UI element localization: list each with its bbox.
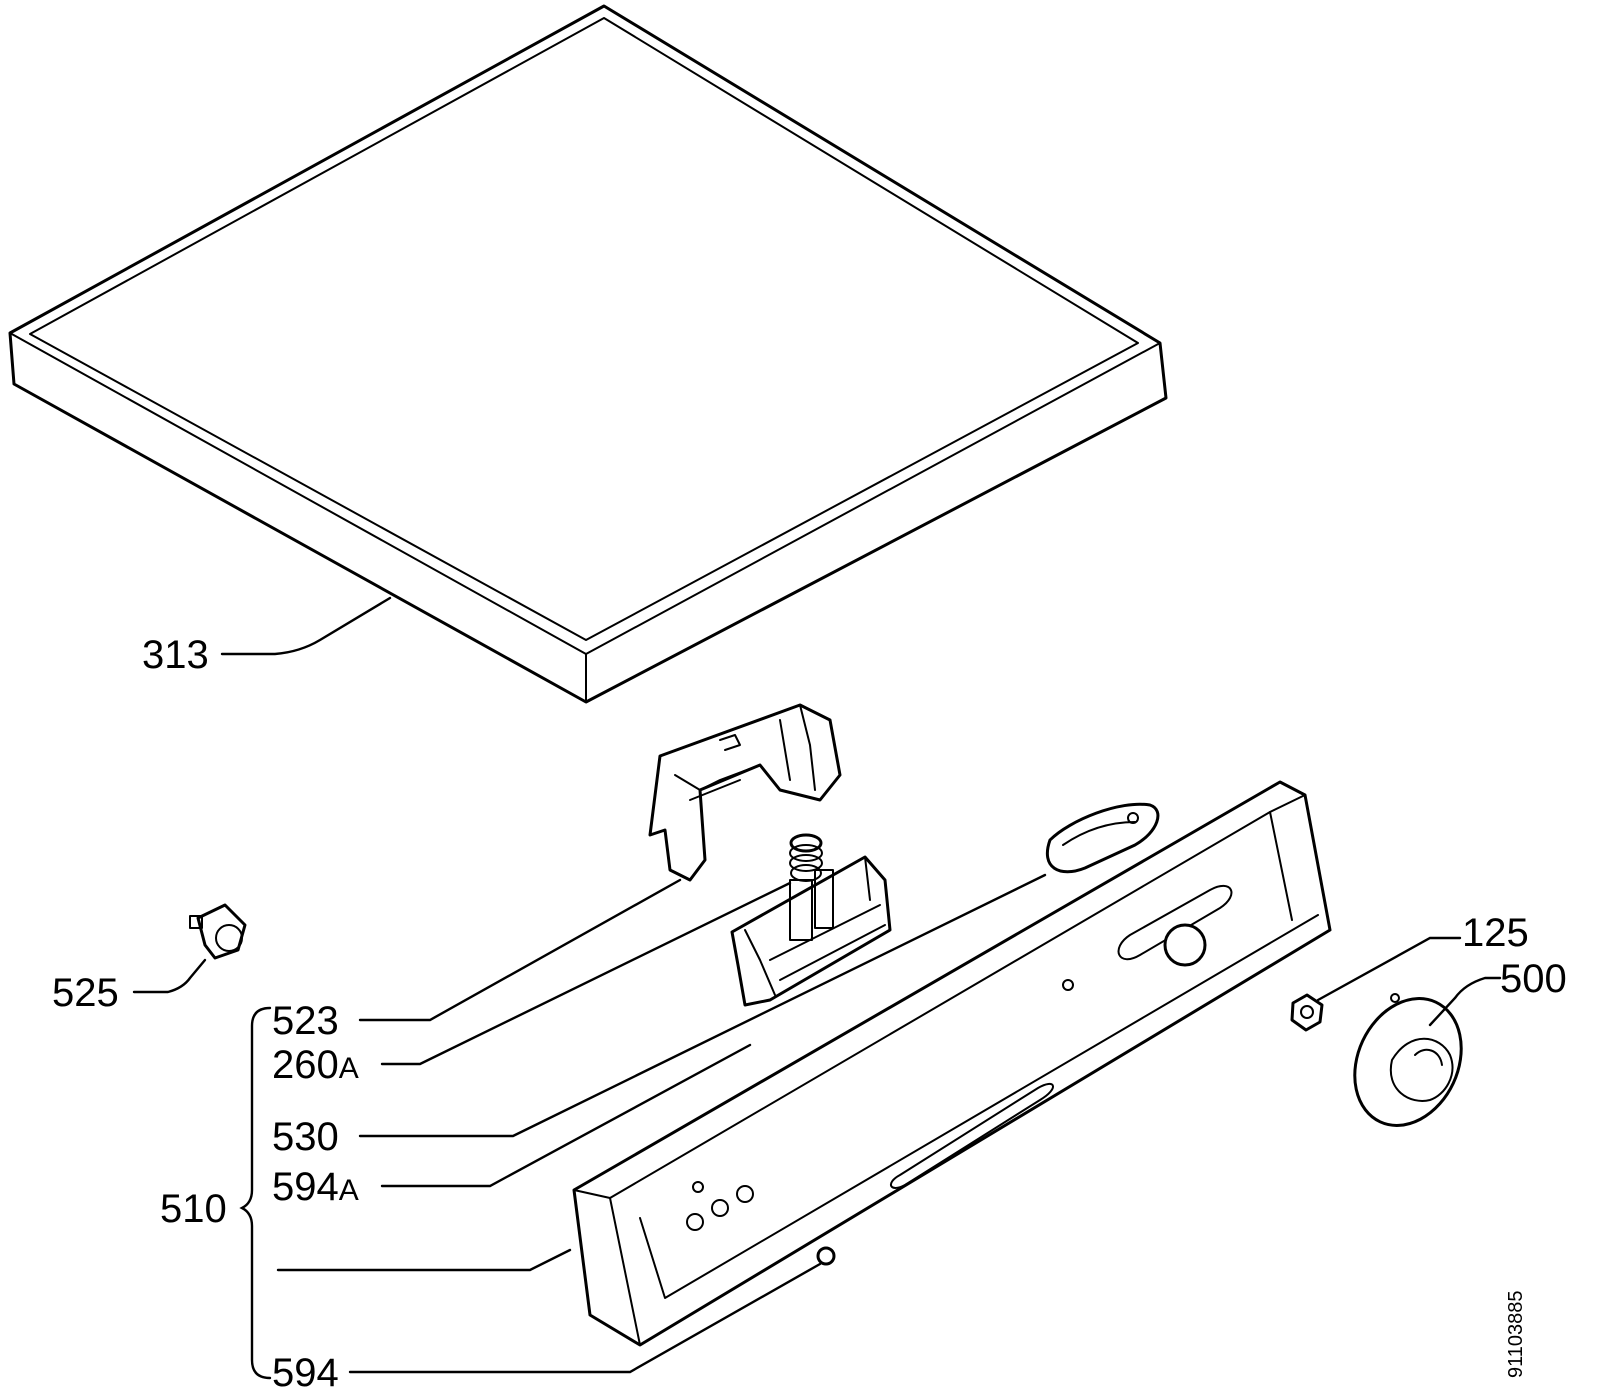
label-125: 125	[1462, 911, 1529, 955]
leader-lines	[132, 596, 1502, 1380]
leader-500	[1428, 976, 1502, 1027]
leader-525	[132, 958, 207, 994]
label-313: 313	[142, 633, 209, 677]
top-cover-part	[8, 4, 1168, 704]
label-523: 523	[272, 999, 339, 1043]
spring-part	[789, 833, 823, 882]
leader-594a	[380, 1043, 752, 1188]
leader-530	[358, 873, 1047, 1138]
leader-313	[220, 596, 392, 656]
label-525: 525	[52, 971, 119, 1015]
leader-594	[348, 1262, 822, 1374]
leader-523	[358, 878, 682, 1022]
gasket-part	[1046, 802, 1160, 874]
part-labels: 313 525 523 260A 530 594A 510 594 125 50…	[52, 633, 1567, 1392]
bracket-part	[648, 703, 842, 882]
leader-260a	[380, 881, 792, 1066]
leader-125	[1316, 936, 1462, 1002]
leader-510-panel	[276, 1248, 572, 1272]
label-260a: 260A	[272, 1043, 359, 1087]
bracket-510	[239, 1006, 272, 1380]
label-530: 530	[272, 1115, 339, 1159]
holder-part	[730, 855, 892, 1007]
label-500: 500	[1500, 957, 1567, 1001]
knob-nut-part	[1290, 993, 1324, 1032]
label-510: 510	[160, 1187, 227, 1231]
control-panel-part	[572, 780, 1332, 1347]
drawing-number: 91103885	[1505, 1291, 1527, 1379]
label-594a: 594A	[272, 1165, 359, 1209]
label-594: 594	[272, 1351, 339, 1392]
knob-part	[1353, 993, 1463, 1127]
small-switch-part	[189, 903, 247, 960]
